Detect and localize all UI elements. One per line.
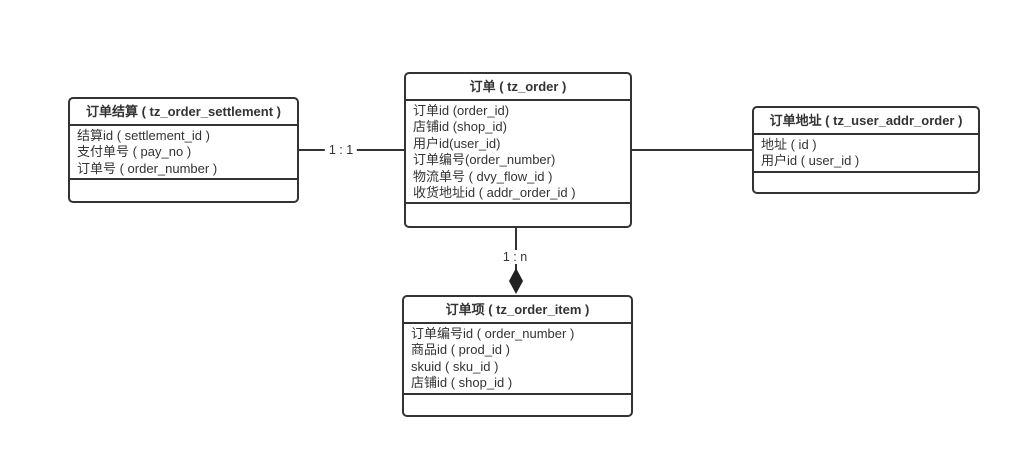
entity-field: 物流单号 ( dvy_flow_id ) <box>413 168 553 184</box>
entity-field: 订单编号(order_number) <box>413 152 556 168</box>
entity-footer-compartment <box>404 395 631 415</box>
entity-field: 订单编号id ( order_number ) <box>411 326 575 341</box>
entity-field: 收货地址id ( addr_order_id ) <box>413 185 576 201</box>
entity-field-list: 订单编号id ( order_number ) 商品id ( prod_id )… <box>404 324 631 395</box>
entity-field: 地址 ( id ) <box>761 137 817 152</box>
relation-label-one-to-one: 1 : 1 <box>324 143 358 157</box>
entity-user-addr-order[interactable]: 订单地址 ( tz_user_addr_order ) 地址 ( id ) 用户… <box>752 106 980 194</box>
entity-footer-compartment <box>754 173 978 192</box>
relation-line-order-addr <box>630 149 754 151</box>
entity-title: 订单项 ( tz_order_item ) <box>404 297 631 324</box>
entity-title: 订单地址 ( tz_user_addr_order ) <box>754 108 978 135</box>
entity-field-list: 结算id ( settlement_id ) 支付单号 ( pay_no ) 订… <box>70 126 297 181</box>
diamond-arrowhead-icon <box>509 268 523 294</box>
entity-title: 订单 ( tz_order ) <box>406 74 630 101</box>
entity-field: 商品id ( prod_id ) <box>411 342 510 358</box>
entity-field: 支付单号 ( pay_no ) <box>77 144 192 160</box>
entity-field: 店铺id ( shop_id ) <box>411 375 513 391</box>
relation-label-one-to-n: 1 : n <box>498 250 532 264</box>
entity-order-item[interactable]: 订单项 ( tz_order_item ) 订单编号id ( order_num… <box>402 295 633 417</box>
entity-field: 结算id ( settlement_id ) <box>77 128 210 143</box>
entity-field: 用户id(user_id) <box>413 135 501 151</box>
entity-field: skuid ( sku_id ) <box>411 358 499 374</box>
entity-field: 店铺id (shop_id) <box>413 119 507 135</box>
entity-order[interactable]: 订单 ( tz_order ) 订单id (order_id) 店铺id (sh… <box>404 72 632 228</box>
entity-footer-compartment <box>406 204 630 226</box>
entity-footer-compartment <box>70 180 297 201</box>
entity-field: 订单id (order_id) <box>413 103 510 118</box>
entity-field-list: 订单id (order_id) 店铺id (shop_id) 用户id(user… <box>406 101 630 205</box>
entity-order-settlement[interactable]: 订单结算 ( tz_order_settlement ) 结算id ( sett… <box>68 97 299 203</box>
entity-field-list: 地址 ( id ) 用户id ( user_id ) <box>754 135 978 173</box>
entity-title: 订单结算 ( tz_order_settlement ) <box>70 99 297 126</box>
entity-field: 用户id ( user_id ) <box>761 153 860 169</box>
entity-field: 订单号 ( order_number ) <box>77 160 218 176</box>
